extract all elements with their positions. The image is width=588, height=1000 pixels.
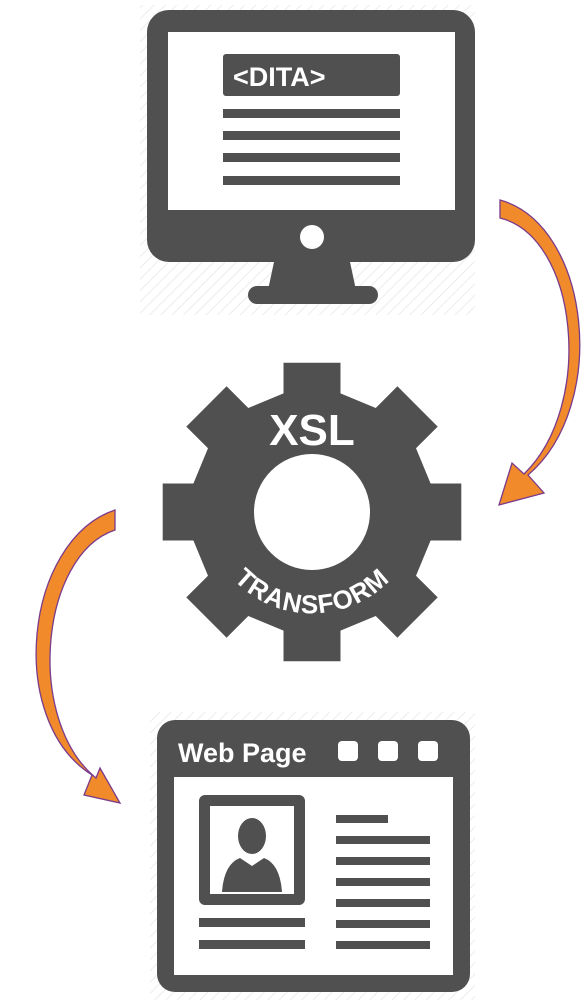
window-control-button <box>378 741 398 761</box>
window-control-button <box>418 741 438 761</box>
document-line <box>223 176 400 185</box>
monitor-icon: <DITA> <box>147 10 475 304</box>
document-line <box>223 131 400 140</box>
gear-icon: XSL TRANSFORM <box>162 362 462 662</box>
person-silhouette-icon <box>222 818 282 892</box>
monitor-power-dot <box>300 225 324 249</box>
content-line <box>336 899 430 907</box>
content-line <box>336 920 430 928</box>
content-line <box>199 918 305 927</box>
document-line <box>223 109 400 118</box>
webpage-icon: Web Page <box>157 720 470 992</box>
webpage-title: Web Page <box>178 738 307 768</box>
gear-shape <box>162 362 462 662</box>
dita-tag-box <box>223 54 400 96</box>
document-line <box>223 153 400 162</box>
window-control-button <box>338 741 358 761</box>
gear-xsl-label: XSL <box>269 406 355 455</box>
content-line <box>336 857 430 865</box>
dita-tag-label: <DITA> <box>233 62 326 92</box>
arrow-monitor-to-gear <box>498 199 581 506</box>
monitor-stand-base <box>248 286 378 304</box>
content-line <box>336 941 430 949</box>
content-line <box>336 815 388 823</box>
arrow-gear-to-webpage <box>35 509 122 804</box>
content-line <box>336 878 430 886</box>
content-line <box>199 940 305 949</box>
monitor-stand <box>268 262 356 290</box>
content-line <box>336 836 430 844</box>
